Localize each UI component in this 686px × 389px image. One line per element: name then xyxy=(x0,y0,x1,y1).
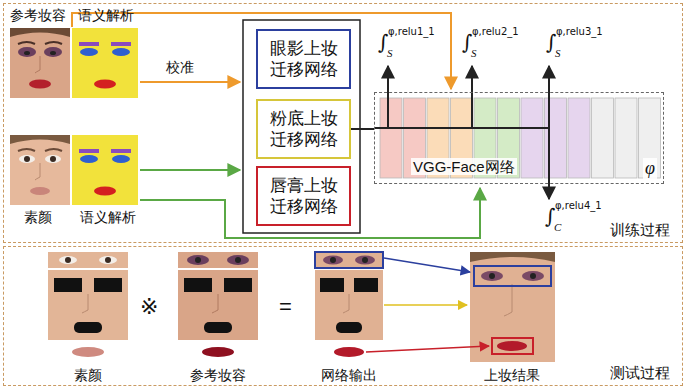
paste-arrows xyxy=(366,258,489,352)
image-caption: 上妆结果 xyxy=(484,368,540,382)
integral-sign: ∫ xyxy=(462,32,472,52)
integral-sign: ∫ xyxy=(545,206,555,226)
loss-superscript: φ,relu3_1 xyxy=(556,27,603,37)
parsing-map xyxy=(72,135,138,205)
loss-superscript: φ,relu1_1 xyxy=(388,27,435,37)
network-group-frame xyxy=(243,20,360,233)
vgg-layers xyxy=(380,98,661,178)
data-wires xyxy=(72,13,549,238)
operator-symbol: = xyxy=(279,296,292,318)
image-caption: 参考妆容 xyxy=(10,8,66,22)
loss-subscript: C xyxy=(554,222,561,233)
symbol-label: φ xyxy=(643,158,657,179)
loss-subscript: S xyxy=(387,48,393,59)
integral-sign: ∫ xyxy=(546,32,556,52)
loss-superscript: φ,relu4_1 xyxy=(555,201,602,211)
masked-face xyxy=(48,270,383,340)
operator-symbol: ※ xyxy=(140,296,158,318)
image-caption: 语义解析 xyxy=(78,8,134,22)
section-panel: 测试过程 xyxy=(3,246,683,386)
result-face xyxy=(470,252,555,362)
section-title: 测试过程 xyxy=(610,365,670,382)
network-name: VGG-Face网络 xyxy=(411,158,517,175)
network-box: 粉底上妆 迁移网络 xyxy=(256,99,351,159)
parsing-map xyxy=(72,28,138,98)
integral-sign: ∫ xyxy=(378,32,388,52)
image-caption: 素颜 xyxy=(74,368,102,382)
network-band: VGG-Face网络 φ xyxy=(374,92,664,184)
network-name: 眼影上妆 迁移网络 xyxy=(264,38,343,81)
image-caption: 素颜 xyxy=(24,210,52,224)
network-box: 眼影上妆 迁移网络 xyxy=(256,29,351,89)
face-photo xyxy=(10,28,70,98)
section-title: 训练过程 xyxy=(610,222,670,239)
eye-strip xyxy=(48,252,383,268)
lip-crop xyxy=(72,347,364,357)
image-caption: 网络输出 xyxy=(321,368,377,382)
step-label: 校准 xyxy=(166,60,194,74)
connector xyxy=(351,128,374,130)
network-box: 唇膏上妆 迁移网络 xyxy=(256,166,351,226)
loss-subscript: S xyxy=(471,48,477,59)
network-name: 粉底上妆 迁移网络 xyxy=(264,108,343,151)
image-caption: 参考妆容 xyxy=(190,368,246,382)
loss-subscript: S xyxy=(555,48,561,59)
image-caption: 语义解析 xyxy=(80,210,136,224)
loss-superscript: φ,relu2_1 xyxy=(472,27,519,37)
network-name: 唇膏上妆 迁移网络 xyxy=(264,175,343,218)
face-photo xyxy=(10,135,70,205)
